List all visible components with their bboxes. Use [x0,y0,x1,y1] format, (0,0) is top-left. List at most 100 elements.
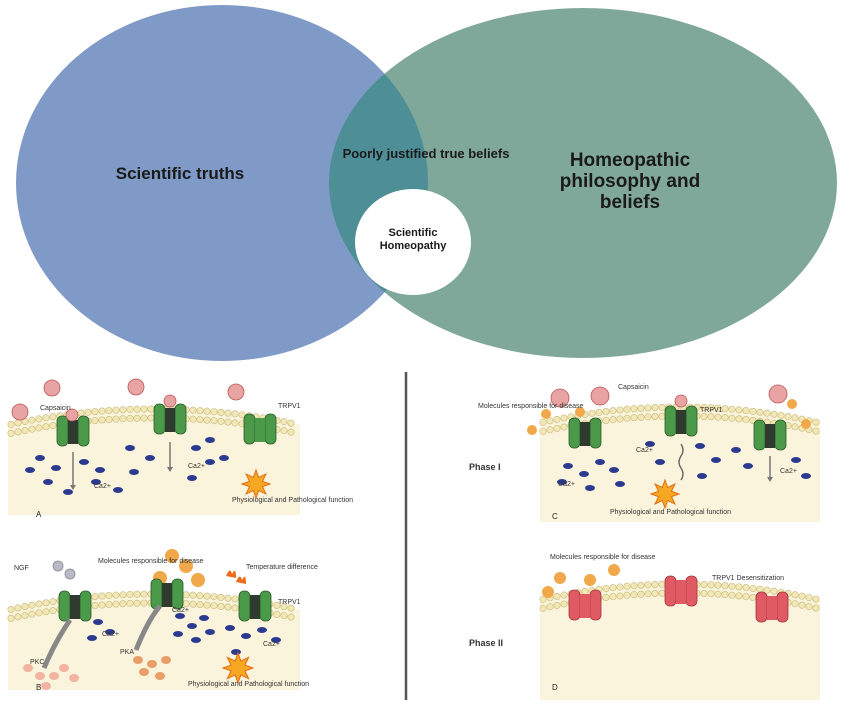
calcium-label: Ca2+ [188,463,205,470]
capsaicin-molecule [550,388,570,408]
scientific-homeopathy-label: Scientific Homeopathy [379,227,447,252]
pkc-molecule [59,664,69,672]
membrane-lipid [42,599,50,607]
pka-arrow [133,604,162,651]
ngf-molecule [52,560,64,572]
calcium-ion [231,649,241,655]
membrane-lipid [812,604,820,612]
membrane-lipid [49,413,57,421]
membrane-lipid [616,406,624,414]
calcium-label: Ca2+ [780,468,797,475]
pkc-molecule [35,672,45,680]
calcium-ion [645,441,655,447]
membrane-lipid [749,593,757,601]
calcium-ion [585,485,595,491]
membrane-lipid [28,416,36,424]
membrane-lipid [210,408,218,416]
function-burst [240,468,272,500]
membrane-lipid [602,593,610,601]
calcium-label: Ca2+ [94,483,111,490]
membrane-lipid [14,419,22,427]
membrane-lipid [784,413,792,421]
membrane-lipid [644,590,652,598]
capsaicin-label: Capsaicin [618,384,649,391]
membrane-lipid [553,601,561,609]
pka-molecule [161,656,171,664]
membrane-lipid [560,423,568,431]
channel-pore [255,418,265,442]
function-burst [221,651,255,685]
disease-molecule [165,549,179,563]
disease-molecule [542,586,554,598]
membrane-lipid [630,414,638,422]
membrane-lipid [224,409,232,417]
membrane-lipid [756,408,764,416]
membrane-lipid [707,404,715,412]
membrane-lipid [623,405,631,413]
trpv1-channel [664,405,677,437]
calcium-ion [257,627,267,633]
trpv1-channel [243,413,256,445]
calcium-ion [697,473,707,479]
membrane-lipid [42,423,50,431]
membrane-lipid [203,601,211,609]
membrane-lipid [119,415,127,423]
calcium-ion [187,475,197,481]
membrane-lipid [812,427,820,435]
membrane-lipid [189,600,197,608]
membrane-lipid [560,414,568,422]
membrane-lipid [182,600,190,608]
calcium-influx-arrow [678,443,684,481]
membrane-lipid [280,427,288,435]
calcium-ion [743,463,753,469]
membrane-lipid [595,408,603,416]
calcium-influx-arrow [167,467,173,472]
overlap-label: Poorly justified true beliefs [342,146,510,161]
membrane-lipid [735,415,743,423]
membrane-lipid [126,599,134,607]
membrane-lipid [273,610,281,618]
membrane-lipid [98,592,106,600]
scientific-truths-circle [16,5,428,361]
membrane-lipid [644,404,652,412]
trpv1-label: TRPV1 [278,403,301,410]
membrane-lipid [189,406,197,414]
membrane-lipid [616,583,624,591]
membrane-lipid [644,581,652,589]
membrane-lipid [224,594,232,602]
membrane-lipid [140,405,148,413]
calcium-ion [579,471,589,477]
channel-pore [68,420,78,444]
membrane-lipid [742,593,750,601]
calcium-ion [219,455,229,461]
membrane-lipid [609,407,617,415]
membrane-lipid [791,423,799,431]
calcium-influx-arrow [70,485,76,490]
membrane-lipid [602,407,610,415]
trpv1-channel [153,403,166,435]
membrane-lipid [714,581,722,589]
membrane-lipid [609,593,617,601]
membrane-lipid [21,602,29,610]
membrane-lipid [14,613,22,621]
calcium-ion [801,473,811,479]
membrane-lipid [231,595,239,603]
channel-pore [676,410,686,434]
venn-diagram [16,5,837,361]
membrane-lipid [623,591,631,599]
membrane-lipid [714,413,722,421]
membrane-lipid [560,591,568,599]
membrane-lipid [553,415,561,423]
function-label: Physiological and Pathological function [232,497,353,504]
membrane-lipid [553,424,561,432]
membrane-lipid [623,582,631,590]
pka-molecule [139,668,149,676]
trpv1-channel [589,589,602,621]
trpv1-channel [264,413,277,445]
membrane-lipid [49,422,57,430]
membrane-lipid [119,600,127,608]
trpv1-channel [259,590,272,622]
disease-molecule [541,409,551,419]
disease-molecule [801,419,811,429]
membrane-lipid [735,406,743,414]
